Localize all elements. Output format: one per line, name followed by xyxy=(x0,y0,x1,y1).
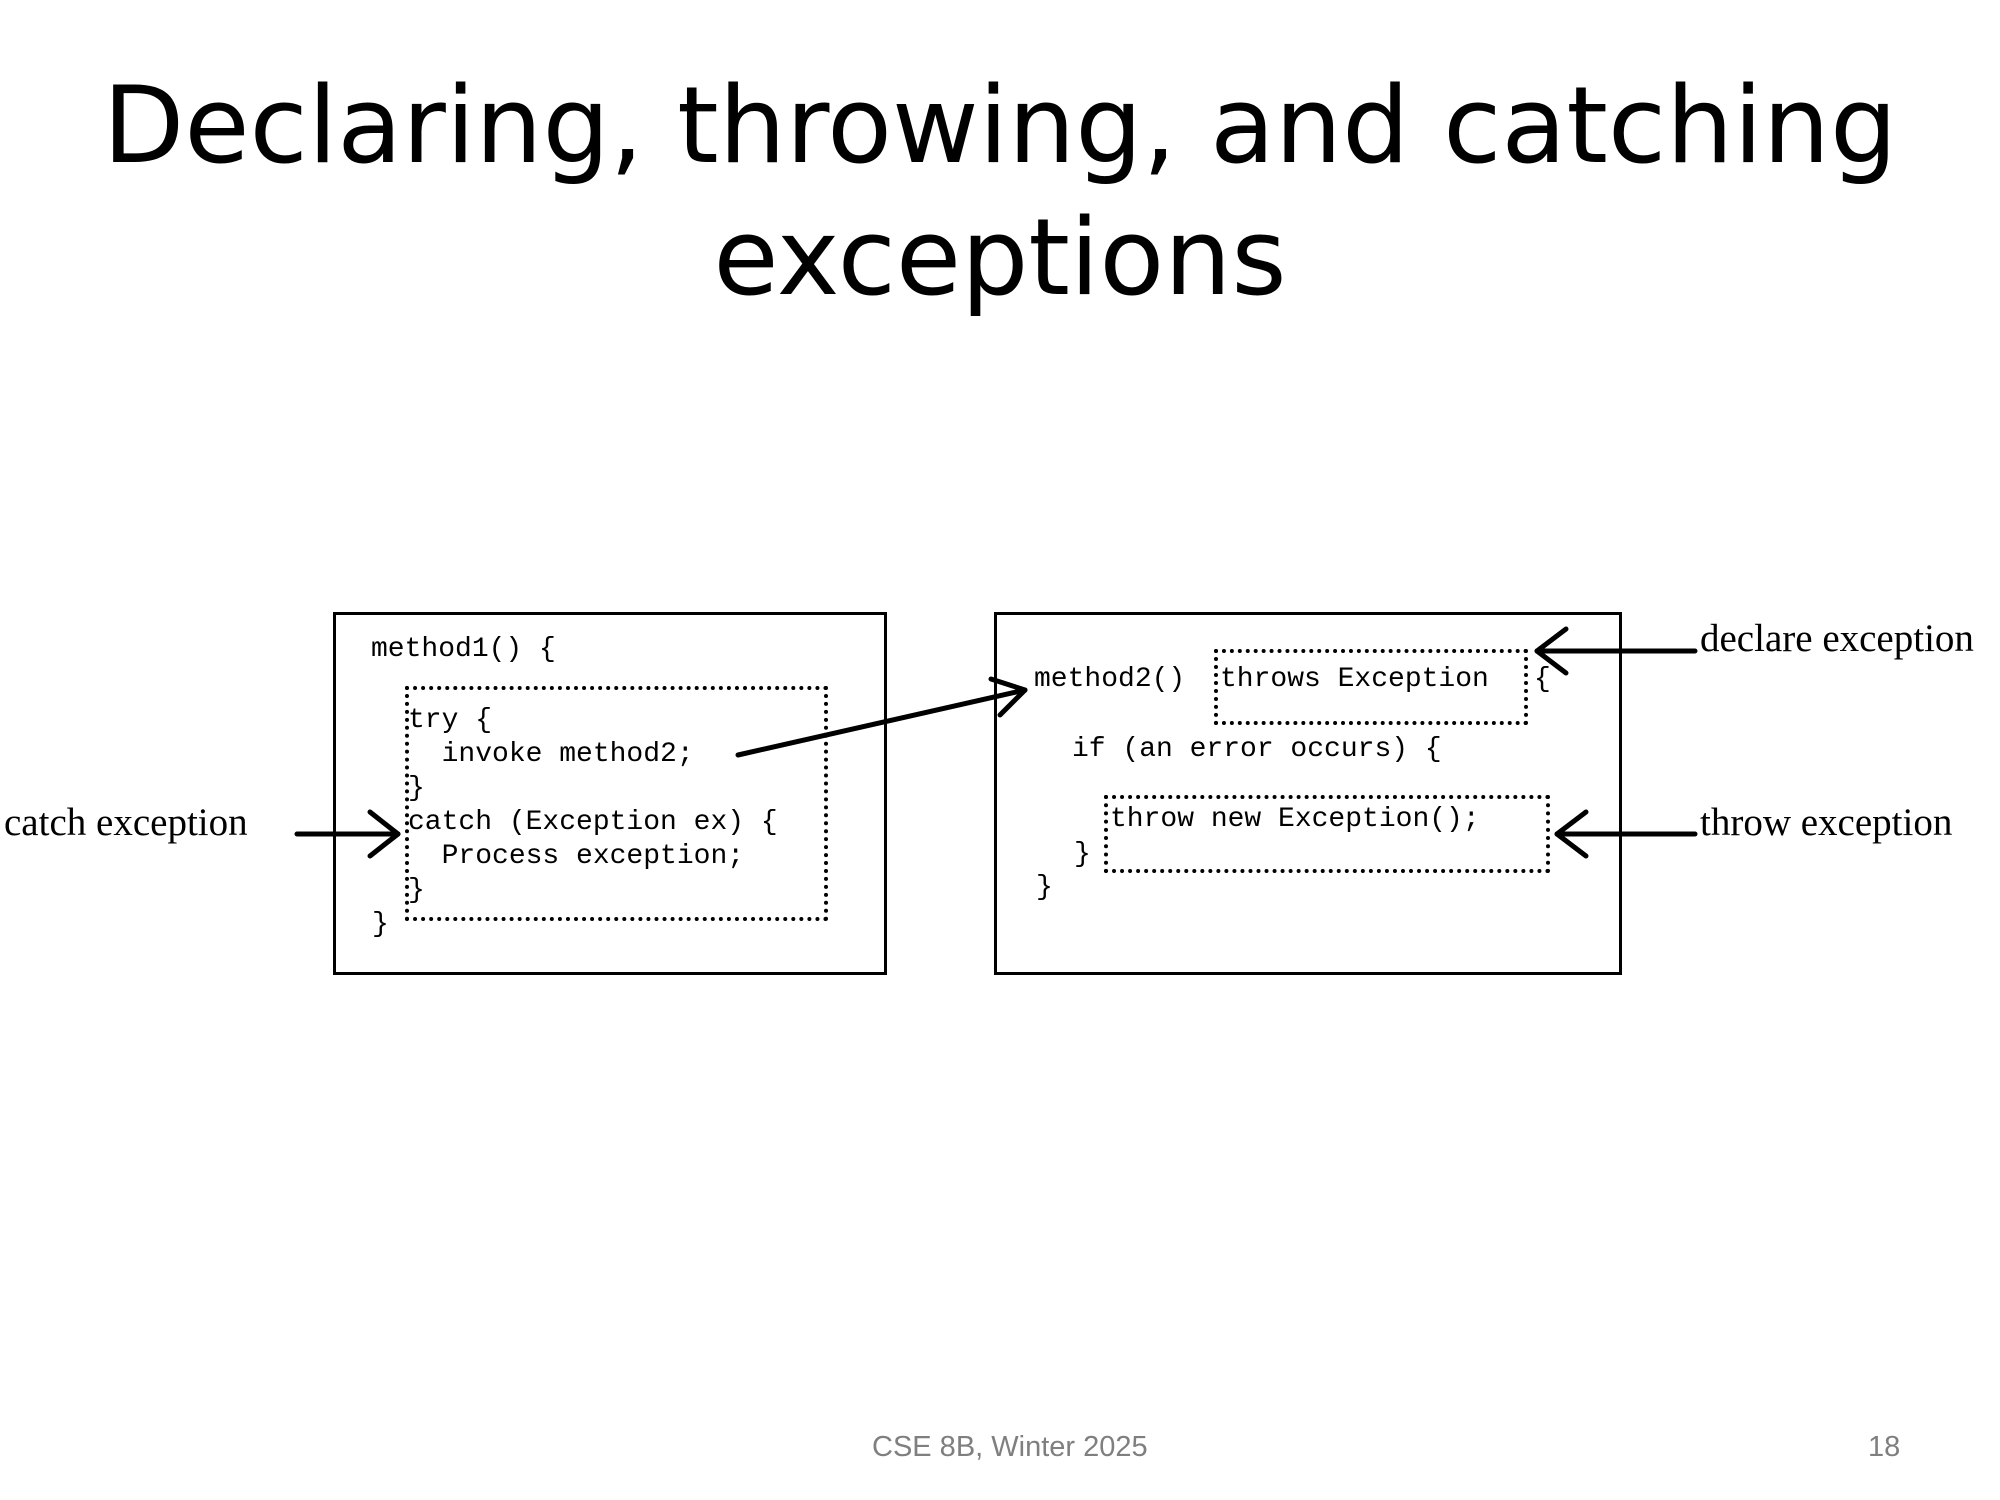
method1-box xyxy=(333,612,887,975)
slide-title: Declaring, throwing, and catching except… xyxy=(0,60,2000,324)
catch-arrow xyxy=(294,809,401,859)
invoke-line: invoke method2; xyxy=(408,739,694,770)
declare-exception-label: declare exception xyxy=(1700,617,1974,660)
method2-box xyxy=(994,612,1622,975)
close-method2-brace: } xyxy=(1036,872,1053,903)
throws-clause: throws Exception xyxy=(1220,664,1489,695)
page-number: 18 xyxy=(1868,1431,1901,1463)
try-line: try { xyxy=(408,705,493,736)
method2-open-brace: { xyxy=(1534,664,1551,695)
throw-arrow xyxy=(1554,809,1698,859)
invoke-arrow xyxy=(735,676,1028,758)
close-try-brace: } xyxy=(408,773,425,804)
title-line-1: Declaring, throwing, and catching xyxy=(102,64,1898,187)
try-catch-block xyxy=(405,686,828,921)
throw-statement-box xyxy=(1104,795,1550,873)
if-line: if (an error occurs) { xyxy=(1072,734,1442,765)
method2-header: method2() xyxy=(1034,664,1186,695)
method1-header: method1() { xyxy=(371,634,556,665)
close-method1-brace: } xyxy=(372,909,389,940)
throws-clause-box xyxy=(1214,649,1528,725)
catch-line: catch (Exception ex) { xyxy=(408,807,778,838)
throw-exception-label: throw exception xyxy=(1700,801,1953,844)
throw-line: throw new Exception(); xyxy=(1110,804,1480,835)
catch-exception-label: catch exception xyxy=(4,801,248,844)
footer-course: CSE 8B, Winter 2025 xyxy=(872,1431,1148,1463)
declare-arrow xyxy=(1534,626,1698,676)
close-catch-brace: } xyxy=(408,875,425,906)
process-line: Process exception; xyxy=(408,841,745,872)
title-line-2: exceptions xyxy=(713,196,1287,319)
close-if-brace: } xyxy=(1074,839,1091,870)
